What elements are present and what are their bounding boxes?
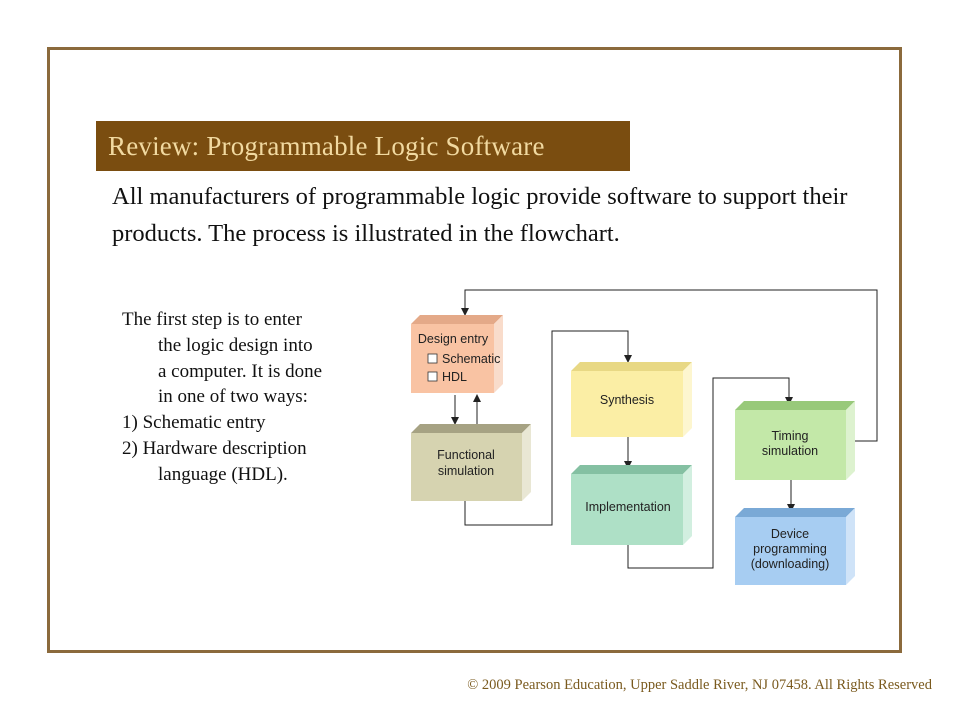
steps-line: in one of two ways: [158,386,308,408]
steps-line: 2) Hardware description [122,437,307,459]
steps-line: a computer. It is done [158,360,323,382]
implementation-box-side [683,465,692,545]
timing-simulation-box: Timing simulation [735,401,855,480]
slide-title: Review: Programmable Logic Software [96,121,630,171]
connector-timing-to-design [461,289,878,442]
device-programming-line-1: Device [771,527,809,541]
implementation-box-front [571,474,683,545]
device-programming-line-2: programming [753,542,827,556]
timing-simulation-box-front [735,410,846,480]
functional-simulation-box-front [411,433,522,501]
functional-simulation-line-1: Functional [437,448,495,462]
design-entry-box-top [411,315,503,324]
steps-line: the logic design into [158,334,313,356]
functional-simulation-line-2: simulation [438,464,494,478]
steps-line: The first step is to enter [122,309,302,330]
steps-line: language (HDL). [158,463,288,485]
design-entry-box-side [494,315,503,393]
design-entry-option-schematic: Schematic [442,352,500,366]
synthesis-box-side [683,362,692,437]
implementation-label: Implementation [585,500,671,514]
implementation-box: Implementation [571,465,692,545]
design-entry-title: Design entry [418,332,489,346]
device-programming-box: Device programming (downloading) [735,508,855,585]
intro-text: All manufacturers of programmable logic … [112,183,848,247]
connector-implementation-to-timing [627,377,793,569]
design-entry-option-hdl: HDL [442,370,467,384]
timing-simulation-box-top [735,401,855,410]
functional-simulation-box-top [411,424,531,433]
implementation-box-top [571,465,692,474]
checkbox-icon [427,353,438,364]
device-programming-box-side [846,508,855,585]
connector-functional-to-synthesis [464,330,632,526]
flowchart-connectors [451,289,878,569]
device-programming-line-3: (downloading) [751,557,830,571]
timing-simulation-line-2: simulation [762,444,818,458]
functional-simulation-box-side [522,424,531,501]
synthesis-label: Synthesis [600,393,654,407]
timing-simulation-box-side [846,401,855,480]
intro-paragraph: All manufacturers of programmable logic … [112,178,882,252]
timing-simulation-line-1: Timing [771,429,808,443]
design-entry-box: Design entry Schematic HDL [411,315,503,393]
checkbox-icon [427,371,438,382]
copyright-notice: © 2009 Pearson Education, Upper Saddle R… [467,677,932,693]
synthesis-box: Synthesis [571,362,692,437]
synthesis-box-top [571,362,692,371]
steps-list: The first step is to enter the logic des… [122,307,412,488]
slide-frame [47,47,902,653]
synthesis-box-front [571,371,683,437]
steps-line: 1) Schematic entry [122,412,266,434]
device-programming-box-front [735,517,846,585]
design-entry-box-front [411,324,494,393]
functional-simulation-box: Functional simulation [411,424,531,501]
device-programming-box-top [735,508,855,517]
